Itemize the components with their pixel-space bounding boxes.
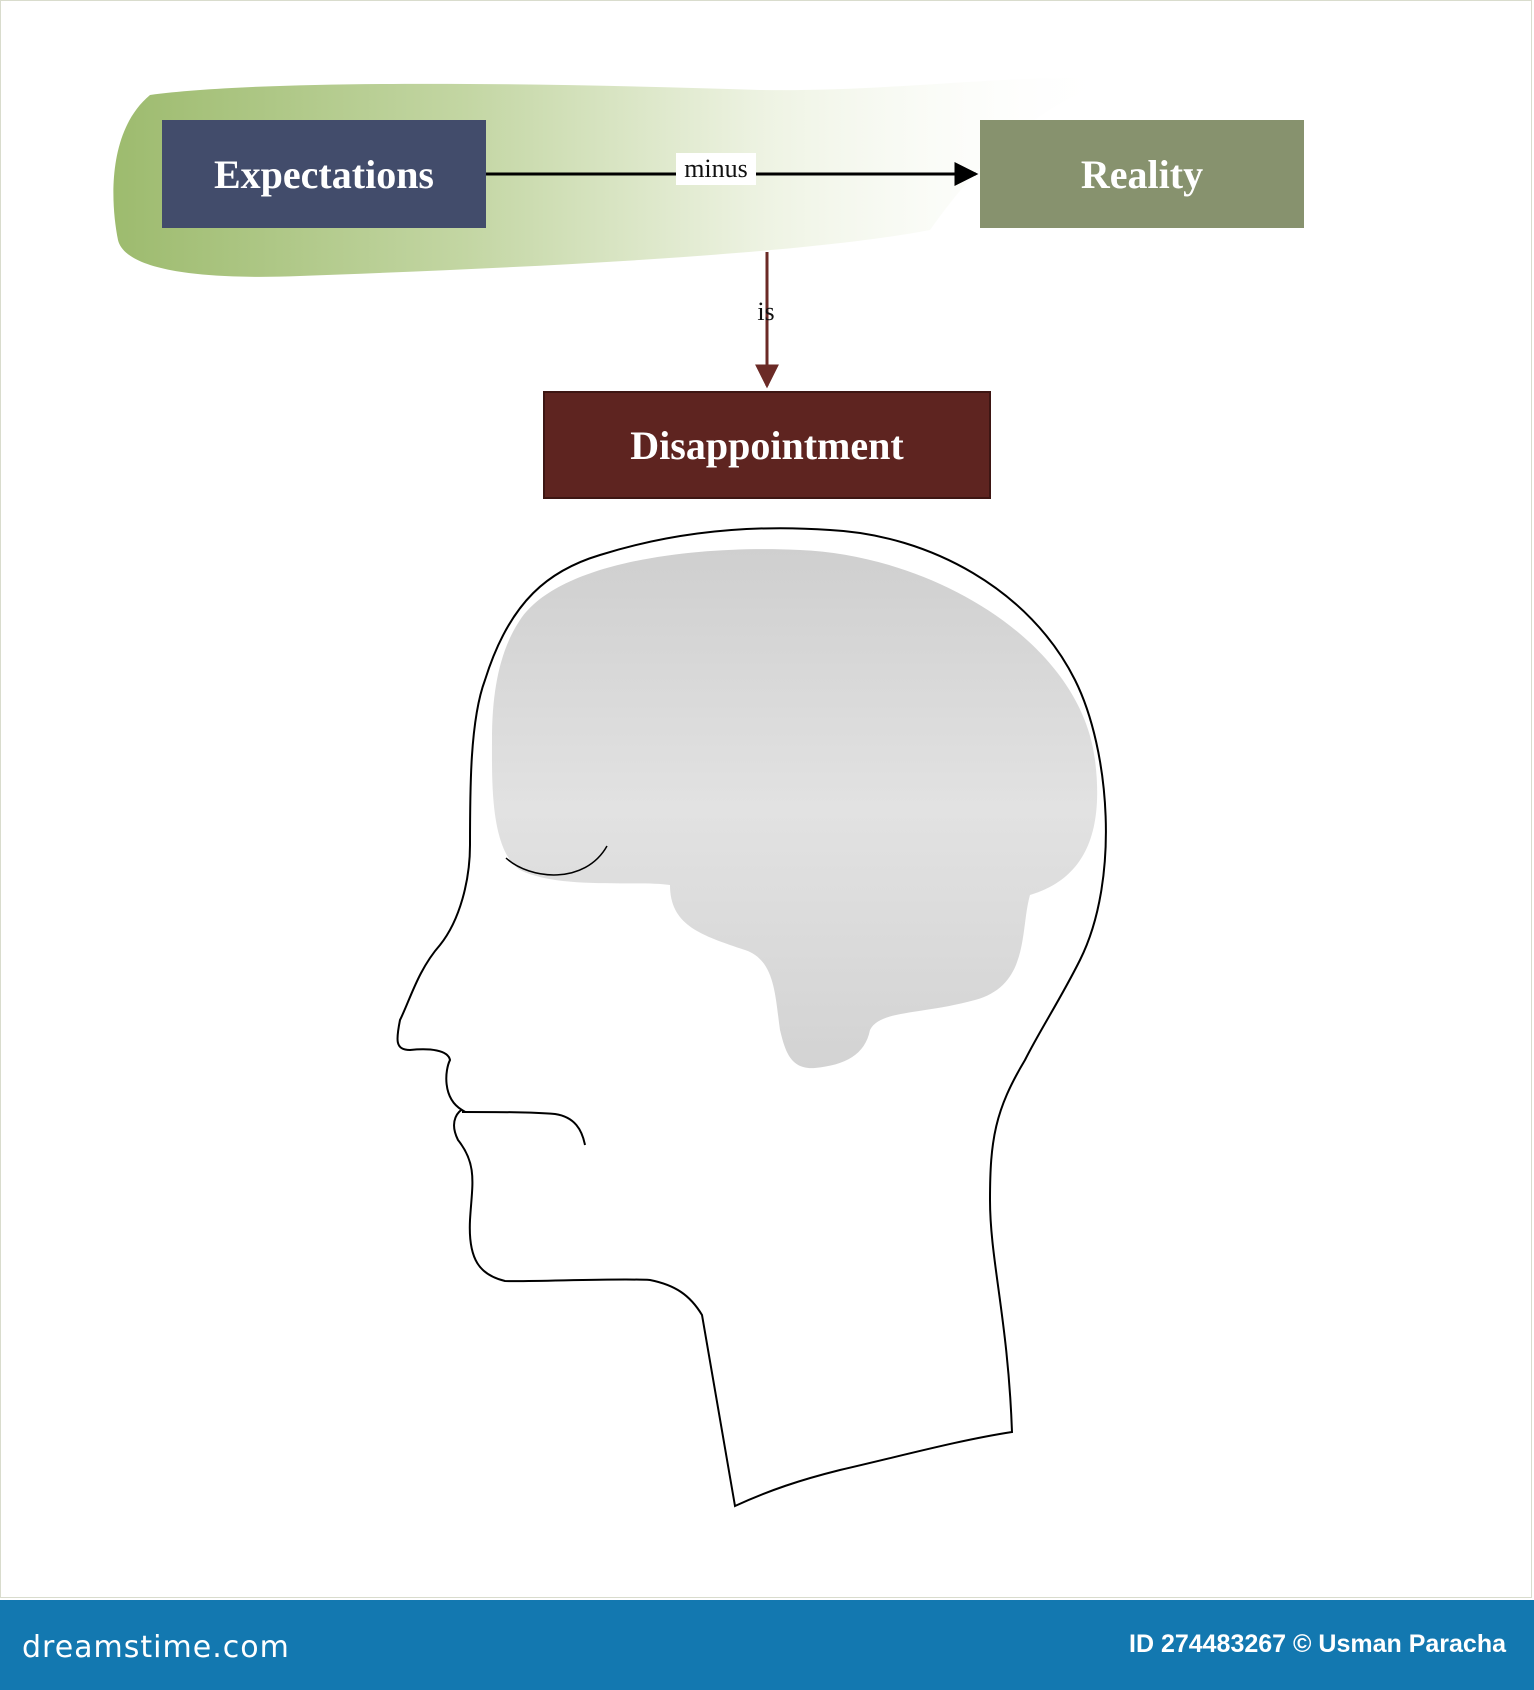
reality-label: Reality xyxy=(1080,151,1204,197)
footer-credit: ID 274483267 © Usman Paracha xyxy=(1129,1630,1506,1658)
mouth-line xyxy=(461,1111,586,1146)
is-edge-label: is xyxy=(757,297,775,326)
brain-fold xyxy=(505,845,608,876)
image-frame xyxy=(0,0,1532,1598)
reality-node: Reality xyxy=(980,120,1304,228)
expectations-node: Expectations xyxy=(162,120,486,228)
disappointment-label: Disappointment xyxy=(630,422,904,468)
diagram-canvas xyxy=(113,78,1121,1508)
brain-shape xyxy=(491,549,1098,1069)
footer-brand[interactable]: dreamstime.com xyxy=(22,1630,290,1665)
minus-edge-label: minus xyxy=(676,153,756,185)
head-outline xyxy=(396,527,1107,1508)
disappointment-node: Disappointment xyxy=(543,391,991,499)
footer-bar: dreamstime.com ID 274483267 © Usman Para… xyxy=(0,1600,1534,1690)
expectations-label: Expectations xyxy=(214,151,434,197)
